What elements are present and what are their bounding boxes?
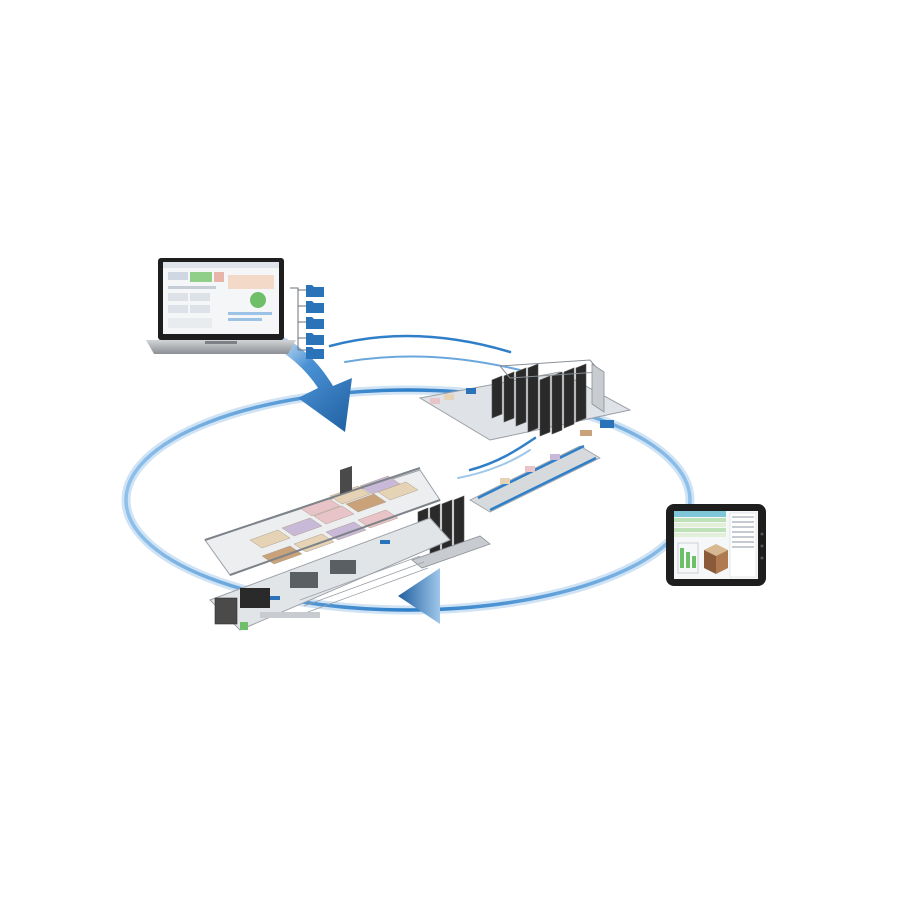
data-flow-streaks [328, 334, 537, 479]
laptop-icon [146, 258, 296, 354]
flow-ring [121, 385, 695, 615]
folder-icon [306, 347, 324, 359]
folder-icon [306, 333, 324, 345]
folder-tree [290, 287, 306, 351]
folder-icons [306, 285, 324, 359]
tablet-icon [666, 504, 766, 586]
curved-arrow-icon [398, 568, 440, 624]
folder-icon [306, 317, 324, 329]
high-bay-storage [418, 359, 632, 441]
curved-arrow-icon [235, 322, 352, 432]
production-floor [204, 466, 451, 631]
folder-icon [306, 301, 324, 313]
folder-icon [306, 285, 324, 297]
conveyor-line [469, 444, 601, 513]
